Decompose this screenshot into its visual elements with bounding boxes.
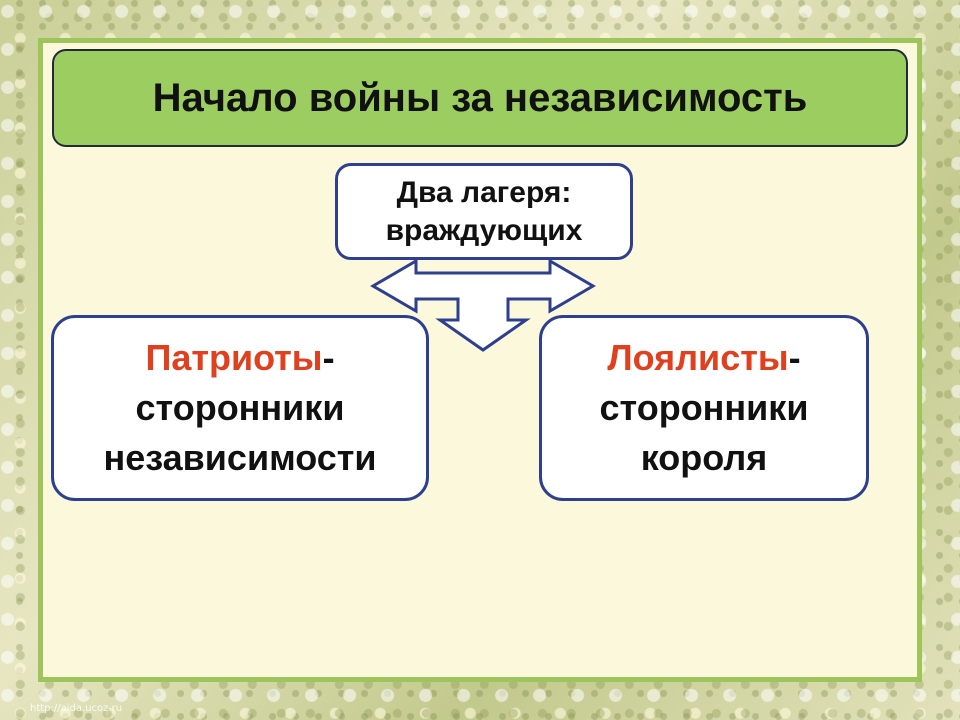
patriots-line2: сторонники — [135, 387, 345, 428]
slide-title: Начало войны за независимость — [152, 75, 808, 120]
patriots-box: Патриоты- сторонники независимости — [51, 315, 429, 501]
loyalists-line2: сторонники — [599, 387, 809, 428]
two-camps-line2: враждующих — [385, 213, 583, 247]
patriots-dash: - — [322, 337, 335, 378]
two-camps-line1: Два лагеря: — [396, 175, 572, 209]
patriots-label: Патриоты — [145, 337, 323, 378]
slide-panel: Начало войны за независимость Два лагеря… — [38, 38, 922, 682]
loyalists-box: Лоялисты- сторонники короля — [539, 315, 869, 501]
watermark-url: http://aida.ucoz.ru — [30, 703, 123, 714]
loyalists-dash: - — [788, 337, 801, 378]
three-way-arrow-icon — [370, 258, 596, 352]
loyalists-line3: короля — [640, 437, 768, 478]
loyalists-label: Лоялисты — [607, 337, 789, 378]
title-box: Начало войны за независимость — [52, 49, 908, 147]
arrow-shape — [370, 258, 596, 352]
patriots-line1: Патриоты- — [145, 333, 334, 383]
two-camps-box: Два лагеря: враждующих — [335, 163, 633, 260]
patriots-line3: независимости — [103, 437, 377, 478]
loyalists-line1: Лоялисты- — [607, 333, 800, 383]
